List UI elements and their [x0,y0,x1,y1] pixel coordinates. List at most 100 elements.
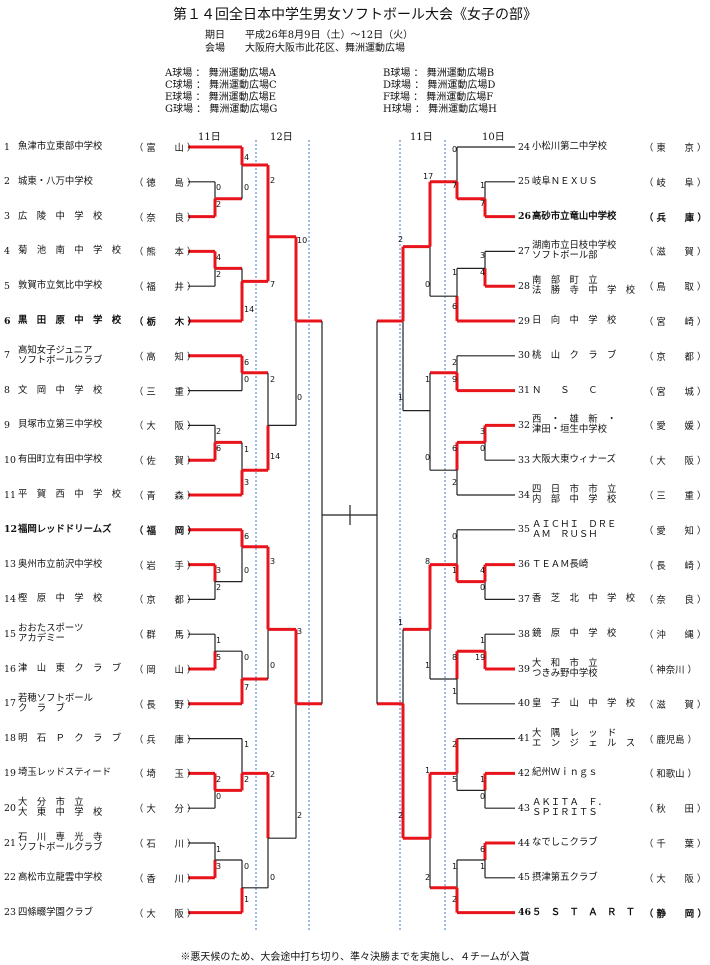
team-name: Ｎ Ｓ Ｃ [532,384,598,396]
team-number: 29 [518,315,530,327]
team-prefecture: （ 大 阪 ） [134,908,197,920]
score-label: 6 [244,532,250,541]
team-name: 桃 山 ク ラ ブ [532,349,617,361]
score-label: 2 [270,176,276,185]
team-number: 4 [4,245,10,257]
team-name: 敦賀市立気比中学校 [18,280,103,292]
team-name-block: Ｎ Ｓ Ｃ [532,384,644,396]
team-name-block: 黒 田 原 中 学 校 [18,316,134,326]
team-name-block: 若穂ソフトボールク ラ ブ [18,692,134,714]
team-name: 埼玉レッドスティード [18,767,112,779]
team-number: 5 [4,280,10,292]
score-label: 0 [270,873,276,882]
team-name-block: 樫 原 中 学 校 [18,594,134,604]
team-number: 24 [518,141,530,153]
team-name-block: 湖南市立日枝中学校ソフトボール部 [532,241,644,261]
team-name: 黒 田 原 中 学 校 [18,315,122,326]
score-label: 2 [398,235,404,244]
team-prefecture: （ 岡 山 ） [134,665,197,676]
score-label: 6 [452,302,458,311]
team-number: 32 [518,419,530,431]
score-label: 1 [480,862,486,871]
score-label: 10 [297,236,308,245]
team-name: 樫 原 中 学 校 [18,593,103,605]
team-name-block: 文 岡 中 学 校 [18,385,134,396]
team-prefecture: （ 長 崎 ） [644,560,707,572]
team-number: 43 [518,802,530,814]
team-name: 四條畷学園クラブ [18,906,94,918]
team-prefecture: （ 富 山 ） [134,143,197,154]
team-name-line2: ソフトボール部 [532,250,598,262]
team-name-block: 城東・八万中学校 [18,176,134,187]
team-name: 若穂ソフトボール [18,692,94,704]
team-name: 岐阜ＮＥＸＵＳ [532,175,598,187]
score-label: 3 [270,557,276,566]
team-name-line2: ＡＭ ＲＵＳＨ [532,528,598,540]
team-number: 35 [518,524,530,536]
team-name-line2: エ ン ジ ェ ル ス [532,737,636,749]
score-label: 0 [480,444,486,453]
score-label: 7 [270,280,276,289]
score-label: 0 [480,583,486,592]
venue-item: H球場 ： 舞洲運動広場H [383,104,497,115]
team-name-block: 福岡レッドドリームズ [18,524,134,535]
team-number: 23 [4,907,16,919]
team-name-block: 高砂市立竜山中学校 [532,211,644,222]
team-number: 10 [4,454,16,466]
score-label: 8 [425,557,431,566]
team-name: 大 和 市 立 [532,658,598,669]
score-label: 1 [216,845,222,854]
team-name: 鏡 原 中 学 校 [532,628,617,640]
team-prefecture: （ 静 岡 ） [644,908,707,920]
score-label: 0 [270,661,276,670]
score-label: 4 [480,566,486,575]
team-number: 6 [4,315,11,327]
team-number: 30 [518,350,530,362]
team-name-block: ＴＥＡＭ長崎 [532,559,644,570]
team-prefecture: （ 群 馬 ） [134,630,197,642]
team-name-block: 高知女子ジュニアソフトボールクラブ [18,345,134,366]
team-number: 31 [518,385,530,397]
team-prefecture: （ 千 葉 ） [644,839,707,850]
team-name-block: 四條畷学園クラブ [18,906,134,918]
venue-label: 会場 [205,43,225,54]
score-label: 1 [480,636,486,645]
score-label: 4 [480,268,486,277]
team-name-block: 広 陵 中 学 校 [18,211,134,222]
team-name: 南 部 町 立 [532,275,598,287]
team-name-block: 大 和 市 立つきみ野中学校 [532,659,644,679]
score-label: 1 [425,661,431,670]
venue-list-right: B球場 ： 舞洲運動広場B D球場 ： 舞洲運動広場D F球場 ： 舞洲運動広場… [383,68,497,116]
team-name-line2: アカデミー [18,633,65,645]
score-label: 19 [475,653,486,662]
team-name-block: 石 川 専 光 寺ソフトボールクラブ [18,833,134,853]
team-prefecture: （ 宮 城 ） [644,386,707,398]
score-label: 0 [244,183,250,192]
score-label: 1 [480,775,486,784]
team-name-line2: ク ラ ブ [18,702,65,714]
score-label: 1 [425,766,431,775]
team-name-block: 貝塚市立第三中学校 [18,420,134,430]
team-prefecture: （ 埼 玉 ） [134,769,197,781]
team-number: 33 [518,454,530,466]
team-number: 44 [518,837,530,849]
score-label: 6 [452,444,458,453]
team-number: 28 [518,280,530,292]
score-label: 2 [216,583,222,592]
